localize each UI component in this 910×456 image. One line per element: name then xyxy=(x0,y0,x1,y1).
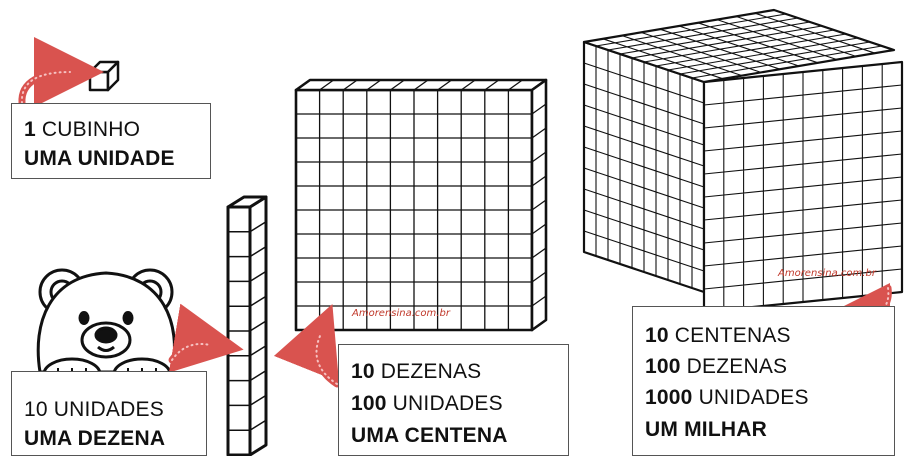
ten-rod-icon xyxy=(226,195,268,456)
thousand-label-line-3: 1000 UNIDADES xyxy=(645,386,809,409)
unit-label-line-1: 1 CUBINHO xyxy=(24,118,141,141)
hundred-label-line-1: 10 DEZENAS xyxy=(351,360,482,383)
hundred-label-box: 10 DEZENAS 100 UNIDADES UMA CENTENA xyxy=(338,344,569,456)
thousand-label-box: 10 CENTENAS 100 DEZENAS 1000 UNIDADES UM… xyxy=(632,306,895,456)
curved-arrow-icon xyxy=(18,37,104,108)
thousand-cube-icon xyxy=(582,8,904,314)
unit-label-line-2: UMA UNIDADE xyxy=(24,147,175,170)
bear-icon xyxy=(36,268,176,391)
ten-label-box: 10 UNIDADES UMA DEZENA xyxy=(11,371,207,456)
hundred-label-line-3: UMA CENTENA xyxy=(351,424,508,447)
ten-label-line-2: UMA DEZENA xyxy=(24,427,166,450)
unit-cube-icon xyxy=(88,60,120,92)
curved-arrow-icon xyxy=(273,303,341,388)
watermark-cube: Amorensina.com.br xyxy=(778,268,876,279)
thousand-label-line-2: 100 DEZENAS xyxy=(645,355,788,378)
watermark-flat: Amorensina.com.br xyxy=(352,308,450,319)
thousand-label-line-1: 10 CENTENAS xyxy=(645,324,791,347)
ten-label-line-1: 10 UNIDADES xyxy=(24,398,164,421)
hundred-label-line-2: 100 UNIDADES xyxy=(351,392,503,415)
hundred-flat-icon xyxy=(294,78,548,332)
thousand-label-line-4: UM MILHAR xyxy=(645,418,767,441)
curved-arrow-icon xyxy=(168,303,244,373)
unit-label-box: 1 CUBINHO UMA UNIDADE xyxy=(11,103,211,179)
